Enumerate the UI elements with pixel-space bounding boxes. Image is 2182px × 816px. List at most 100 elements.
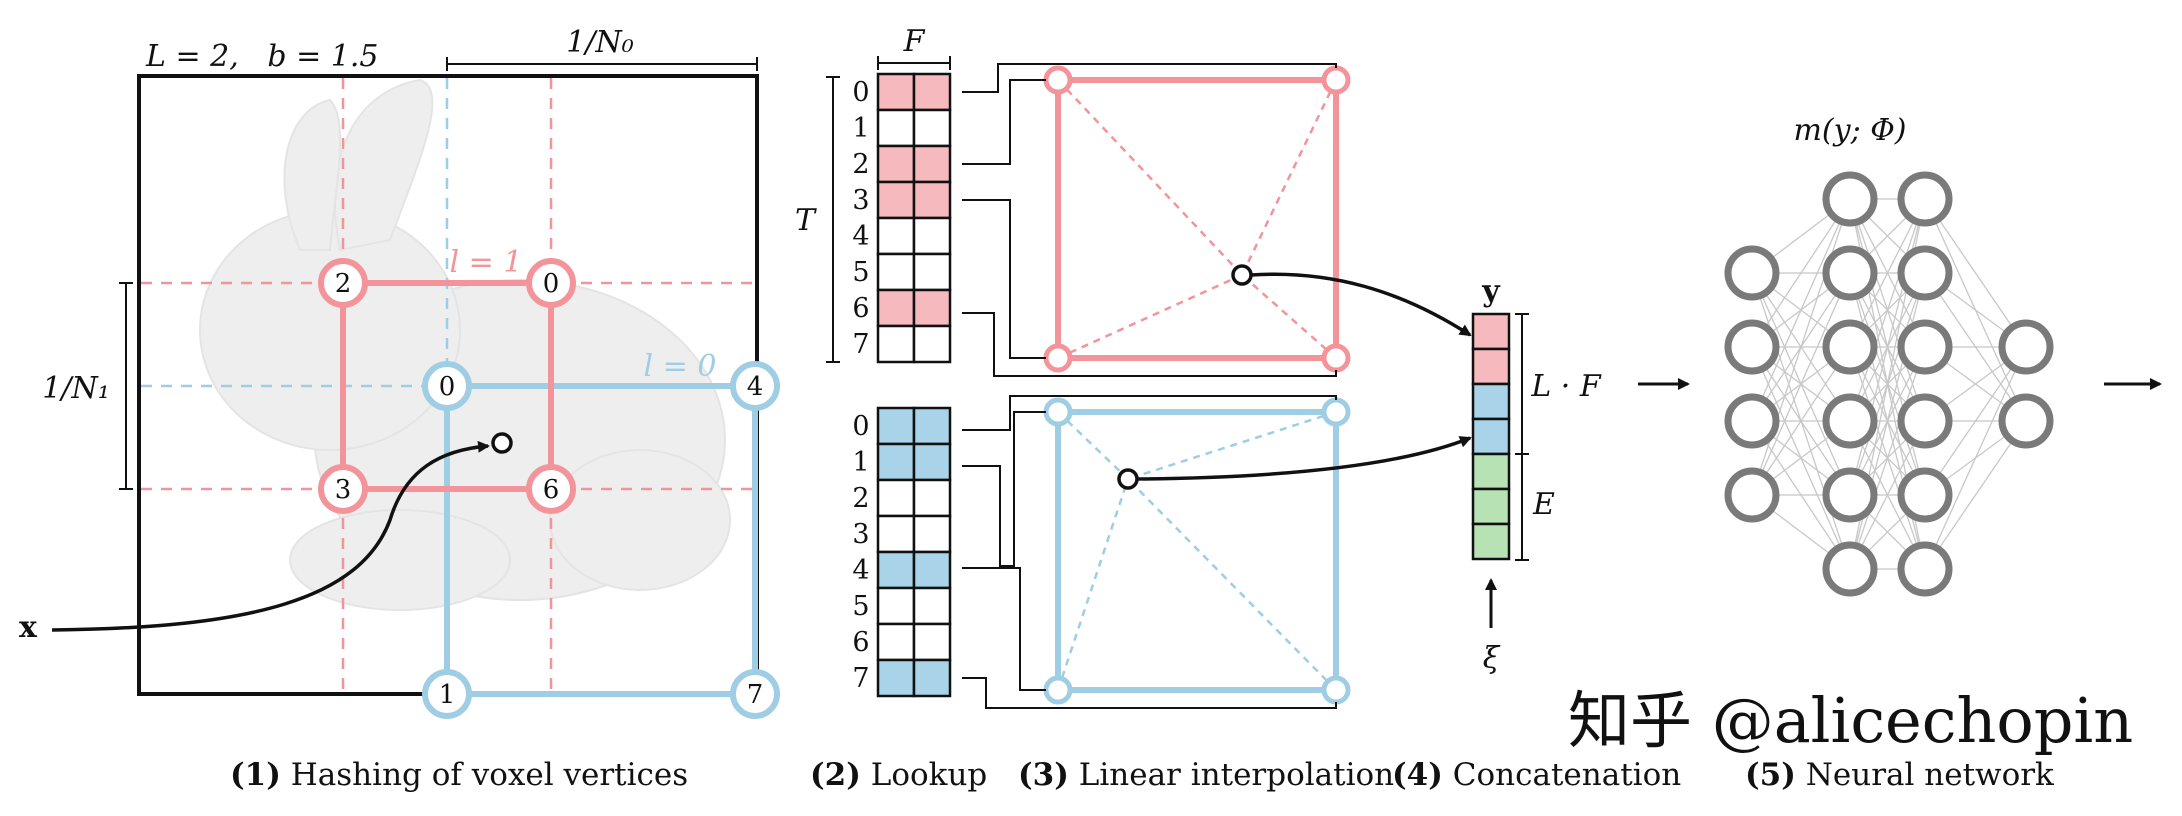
mlp-edge	[1924, 198, 2027, 348]
red-table-row-6: 6	[852, 288, 952, 328]
mlp-neuron-layer-0	[1724, 393, 1780, 449]
red-table-index-label: 4	[852, 221, 869, 252]
blue-table-row-3: 3	[852, 514, 952, 554]
mlp-edge	[1751, 198, 1851, 422]
blue-table-index-label: 0	[852, 411, 869, 442]
feature-vector-y	[1471, 312, 1511, 561]
mlp-edge	[1924, 346, 2027, 496]
t-label: T	[795, 203, 817, 238]
svg-text:0: 0	[543, 269, 560, 299]
blue-vertex-1: 1	[422, 669, 472, 719]
red-table-index-label: 0	[852, 77, 869, 108]
blue-table-cell	[912, 658, 952, 698]
n0-label: 1/N₀	[566, 25, 633, 60]
caption-concatenation: (4) Concatenation	[1392, 757, 1681, 793]
mlp-neuron-layer-2	[1897, 467, 1953, 523]
n1-label: 1/N₁	[42, 371, 109, 406]
mlp-edge	[1751, 198, 1851, 496]
mlp-neuron-layer-3	[1998, 393, 2054, 449]
blue-table-cell	[912, 550, 952, 590]
feature-cell-blue	[1471, 417, 1511, 456]
mlp-neuron-layer-1	[1822, 541, 1878, 597]
red-table-row-3: 3	[852, 180, 952, 220]
red-table-row-5: 5	[852, 252, 952, 292]
mlp-edge	[1849, 198, 1926, 422]
blue-table-cell	[876, 406, 916, 446]
caption-neural-network: (5) Neural network	[1745, 757, 2054, 793]
mlp-neuron-layer-2	[1897, 393, 1953, 449]
red-corner-bl	[1043, 343, 1073, 373]
red-table-cell	[876, 108, 916, 148]
red-table-cell	[912, 252, 952, 292]
svg-text:0: 0	[439, 372, 456, 402]
mlp-neuron-layer-0	[1724, 467, 1780, 523]
red-table-row-1: 1	[852, 108, 952, 148]
mlp-edge	[1751, 198, 1851, 348]
red-table-row-7: 7	[852, 324, 952, 364]
red-corner-tr	[1321, 65, 1351, 95]
feature-cell-green	[1471, 487, 1511, 526]
n0-bracket	[446, 57, 758, 71]
mlp-edge	[1849, 420, 1926, 570]
blue-vertex-4: 4	[730, 361, 780, 411]
blue-table-cell	[876, 478, 916, 518]
red-table-cell	[912, 288, 952, 328]
red-table-index-label: 5	[852, 257, 869, 288]
feature-cell-green	[1471, 452, 1511, 491]
red-table-cell	[912, 216, 952, 256]
mlp-neuron-layer-0	[1724, 245, 1780, 301]
red-table-row-4: 4	[852, 216, 952, 256]
feature-cell-red	[1471, 312, 1511, 351]
blue-corner-tl	[1043, 397, 1073, 427]
red-vertex-2: 2	[318, 258, 368, 308]
f-label: F	[903, 24, 926, 59]
svg-text:4: 4	[747, 372, 764, 402]
red-table-row-0: 0	[852, 72, 952, 112]
blue-table-row-2: 2	[852, 478, 952, 518]
red-table-cell	[876, 144, 916, 184]
mlp-title: m(y; Φ)	[1793, 113, 1906, 148]
e-label: E	[1532, 487, 1555, 522]
svg-text:7: 7	[747, 680, 764, 710]
feature-cell-blue	[1471, 382, 1511, 421]
blue-table-cell	[912, 478, 952, 518]
blue-table-index-label: 1	[852, 447, 869, 478]
red-table-cell	[876, 216, 916, 256]
x-label: x	[19, 610, 38, 645]
blue-table-index-label: 4	[852, 555, 869, 586]
red-interp-point	[1231, 264, 1253, 286]
mlp-neuron-layer-1	[1822, 319, 1878, 375]
blue-dashed-grid	[141, 78, 449, 388]
panel-neural-network: m(y; Φ)	[1724, 113, 2162, 597]
blue-table-row-6: 6	[852, 622, 952, 662]
mlp-neuron-layer-0	[1724, 319, 1780, 375]
blue-table-row-7: 7	[852, 658, 952, 698]
blue-table-row-1: 1	[852, 442, 952, 482]
mlp-neuron-layer-1	[1822, 245, 1878, 301]
blue-interp-square	[1055, 409, 1339, 693]
mlp-edge	[1849, 346, 1926, 570]
blue-corner-bl	[1043, 675, 1073, 705]
panel-interpolation	[962, 63, 1472, 709]
caption-hashing: (1) Hashing of voxel vertices	[230, 757, 688, 793]
red-table-index-label: 6	[852, 293, 869, 324]
blue-voxel-cell	[444, 383, 758, 697]
caption-interpolation: (3) Linear interpolation	[1018, 757, 1394, 793]
y-label: y	[1481, 274, 1501, 309]
red-vertex-6: 6	[526, 464, 576, 514]
red-table-index-label: 7	[852, 329, 869, 360]
e-bracket	[1515, 454, 1529, 561]
mlp-neuron-layer-3	[1998, 319, 2054, 375]
t-bracket	[826, 76, 840, 363]
blue-table-cell	[876, 658, 916, 698]
red-vertex-0: 0	[526, 258, 576, 308]
mlp-edge	[1924, 420, 2027, 570]
caption-lookup: (2) Lookup	[810, 757, 987, 793]
red-voxel-cell	[340, 280, 554, 492]
blue-corner-br	[1321, 675, 1351, 705]
mlp-neuron-layer-1	[1822, 393, 1878, 449]
f-bracket	[877, 56, 951, 70]
